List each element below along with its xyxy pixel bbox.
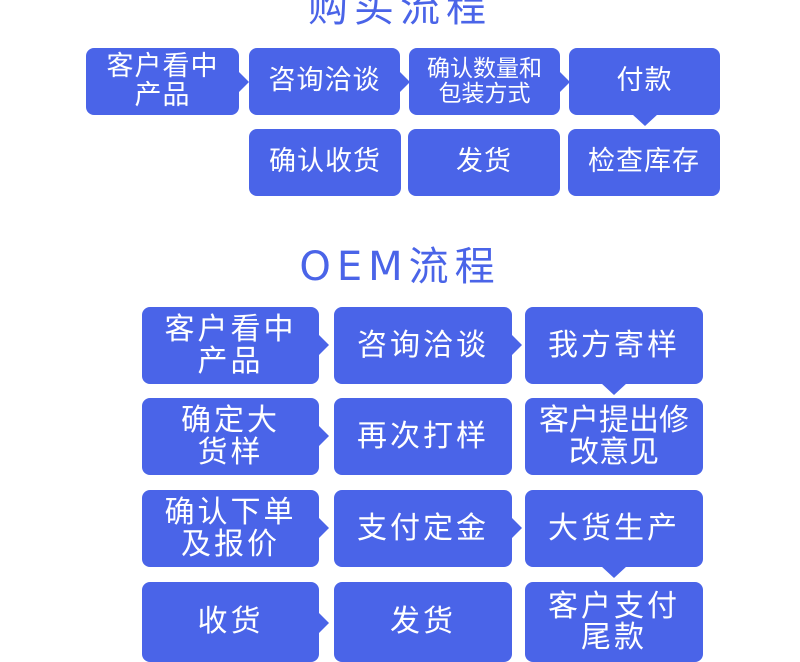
oem-step-label: 再次打样	[357, 418, 489, 454]
oem-step-label: 客户提出修 改意见	[539, 403, 689, 470]
oem-step-customer-feedback: 客户提出修 改意见	[525, 398, 703, 475]
oem-step-label: 确认下单 及报价	[164, 495, 297, 562]
oem-step-label: 咨询洽谈	[357, 327, 489, 363]
arrow-down-icon	[601, 383, 627, 395]
arrow-right-icon	[559, 71, 570, 93]
arrow-right-icon	[511, 517, 522, 539]
oem-step-consult: 咨询洽谈	[334, 307, 512, 384]
purchase-step-label: 确认收货	[269, 146, 381, 178]
oem-step-receive: 收货	[142, 582, 319, 662]
purchase-flow-title: 购买流程	[308, 0, 492, 31]
oem-step-confirm-bulk-sample: 确定大 货样	[142, 398, 319, 475]
oem-step-resample: 再次打样	[334, 398, 512, 475]
oem-step-mass-production: 大货生产	[525, 490, 703, 567]
oem-step-label: 客户看中 产品	[164, 312, 297, 379]
purchase-step-check-stock: 检查库存	[568, 129, 720, 196]
oem-step-label: 我方寄样	[548, 327, 680, 363]
oem-step-confirm-order-quote: 确认下单 及报价	[142, 490, 319, 567]
purchase-step-ship: 发货	[408, 129, 560, 196]
purchase-step-label: 客户看中 产品	[106, 51, 219, 111]
oem-step-label: 确定大 货样	[181, 403, 280, 470]
oem-step-pay-deposit: 支付定金	[334, 490, 512, 567]
oem-step-label: 支付定金	[357, 510, 489, 546]
purchase-step-confirm-receipt: 确认收货	[249, 129, 401, 196]
oem-step-label: 发货	[390, 604, 456, 640]
purchase-step-label: 付款	[616, 65, 673, 97]
oem-step-send-sample: 我方寄样	[525, 307, 703, 384]
purchase-step-label: 检查库存	[588, 146, 700, 178]
oem-step-label: 收货	[197, 604, 264, 640]
oem-step-pay-balance: 客户支付 尾款	[525, 582, 703, 662]
oem-step-label: 客户支付 尾款	[548, 588, 680, 655]
oem-step-ship: 发货	[334, 582, 512, 662]
arrow-right-icon	[318, 612, 329, 634]
purchase-step-confirm-quantity: 确认数量和 包装方式	[409, 48, 560, 115]
purchase-step-customer-likes-product: 客户看中 产品	[86, 48, 239, 115]
oem-flow-title: OEM流程	[299, 244, 501, 290]
purchase-step-payment: 付款	[569, 48, 720, 115]
arrow-down-icon	[601, 566, 627, 578]
purchase-step-consult: 咨询洽谈	[249, 48, 400, 115]
oem-step-customer-likes-product: 客户看中 产品	[142, 307, 319, 384]
arrow-right-icon	[318, 425, 329, 447]
arrow-right-icon	[318, 334, 329, 356]
arrow-right-icon	[318, 517, 329, 539]
arrow-down-icon	[632, 114, 658, 126]
arrow-right-icon	[238, 71, 249, 93]
arrow-right-icon	[511, 334, 522, 356]
purchase-step-label: 发货	[456, 146, 512, 178]
arrow-right-icon	[399, 71, 410, 93]
oem-step-label: 大货生产	[548, 510, 680, 546]
purchase-step-label: 确认数量和 包装方式	[427, 56, 542, 107]
purchase-step-label: 咨询洽谈	[268, 65, 381, 97]
